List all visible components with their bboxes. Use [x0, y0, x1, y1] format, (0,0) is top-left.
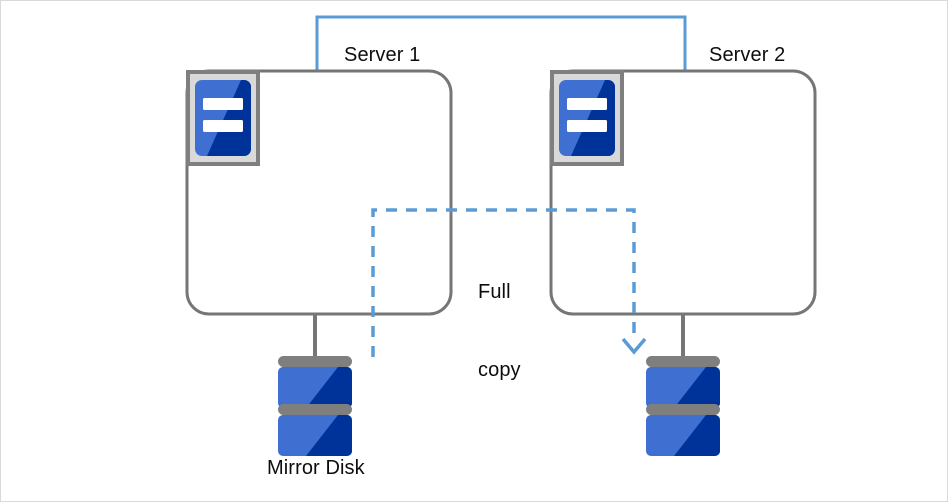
server-2-label: Server 2: [709, 44, 786, 66]
full-copy-label: Full copy: [478, 227, 521, 435]
full-copy-label-line2: copy: [478, 359, 521, 381]
server-icon-1: [186, 70, 260, 166]
mirror-disk-label: Mirror Disk: [267, 457, 365, 479]
server-icon-2: [550, 70, 624, 166]
full-copy-arrow-connector: [371, 208, 647, 357]
server-link-connector: [315, 15, 687, 73]
mirror-disk-icon-2: [646, 356, 720, 456]
mirror-disk-icon-1: [278, 356, 352, 456]
server-1-label: Server 1: [344, 44, 421, 66]
full-copy-label-line1: Full: [478, 281, 511, 303]
